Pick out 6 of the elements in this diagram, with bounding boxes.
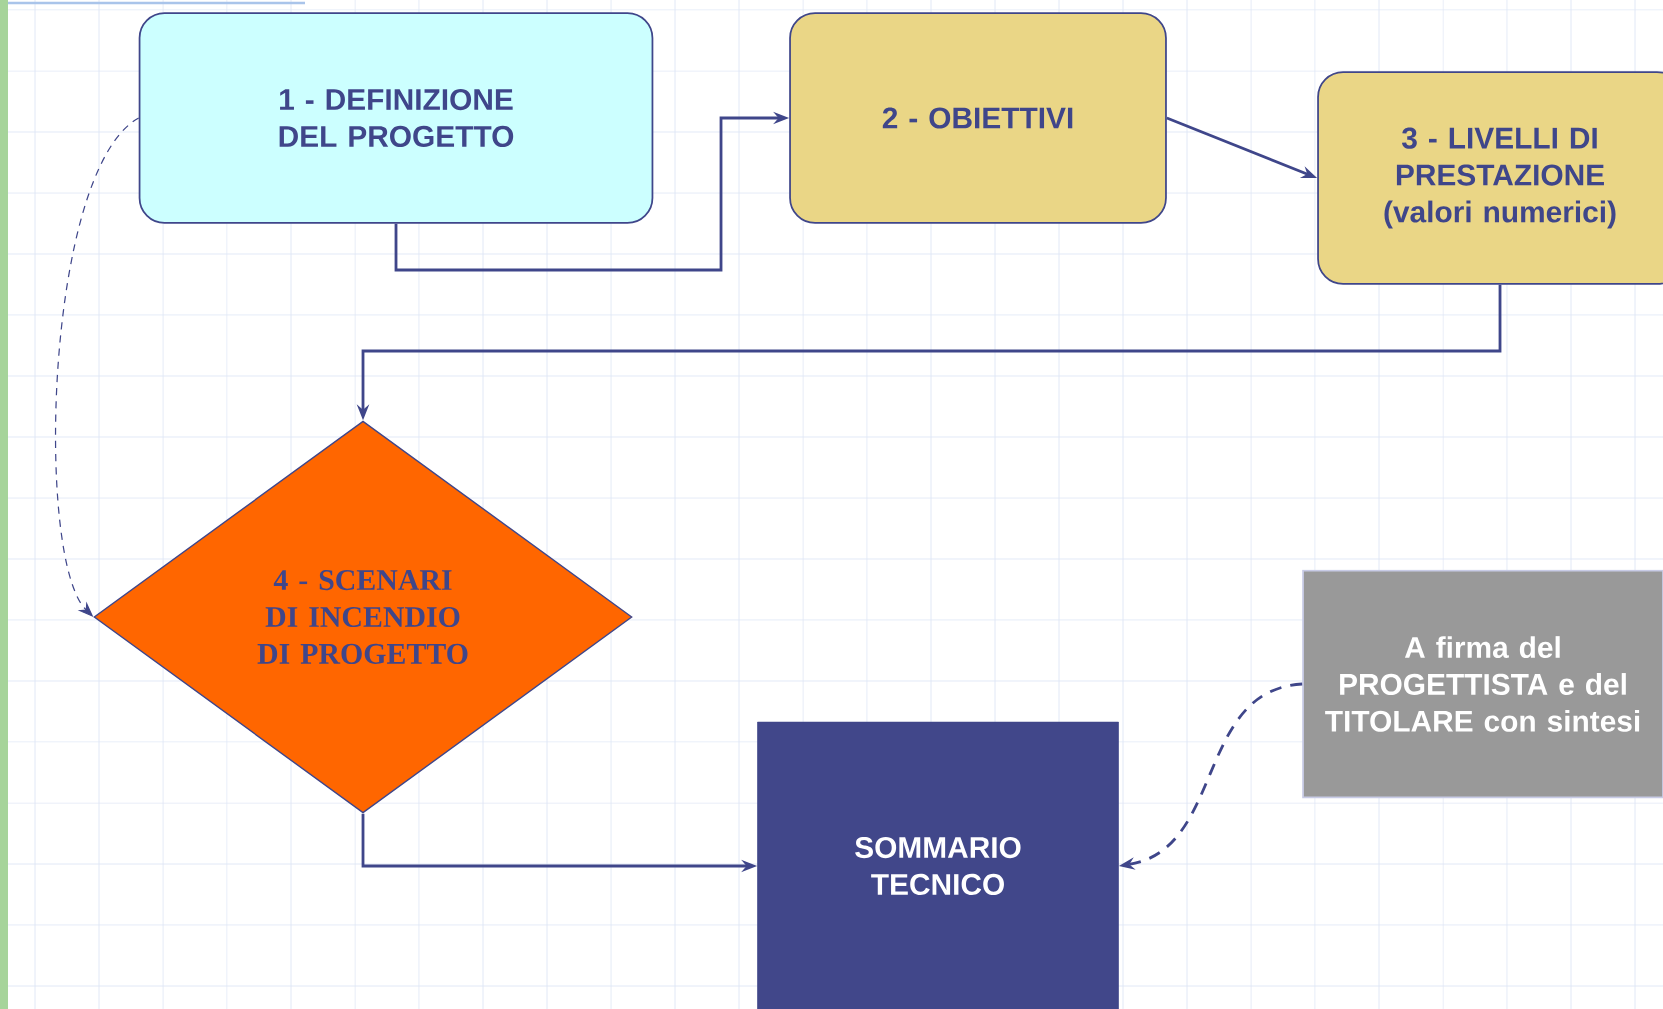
note-box: A firma del PROGETTISTA e del TITOLARE con sintesi — [1302, 569, 1663, 799]
process-box: 3 - LIVELLI DI PRESTAZIONE (valori numerici) — [1317, 71, 1663, 285]
arrow — [55, 117, 140, 617]
summary-box: SOMMARIO TECNICO — [757, 721, 1119, 1009]
process-box: 1 - DEFINIZIONE DEL PROGETTO — [138, 12, 654, 224]
process-box: 2 - OBIETTIVI — [789, 12, 1167, 224]
